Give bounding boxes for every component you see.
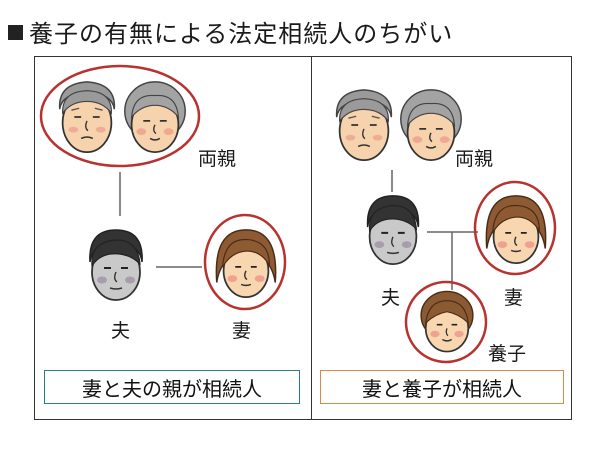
right-grandmother-icon [399,89,463,161]
square-bullet-icon [8,25,23,40]
diagram-frame [34,56,572,420]
panel-divider [311,56,312,420]
right-husband-icon [366,194,420,266]
left-caption: 妻と夫の親が相続人 [44,370,300,404]
right-child-heir-circle [404,280,488,364]
right-parents-label: 両親 [455,148,494,170]
left-wife-heir-circle [203,213,287,311]
left-grandmother-icon [123,81,187,153]
left-grandfather-icon [58,81,116,153]
right-wife-heir-circle [473,180,557,276]
left-wife-label: 妻 [232,320,252,342]
right-husband-label: 夫 [381,287,401,309]
left-parents-label: 両親 [198,148,237,170]
right-wife-label: 妻 [504,287,524,309]
right-adopted-child-icon [420,290,474,353]
left-husband-label: 夫 [111,320,131,342]
right-caption: 妻と養子が相続人 [320,370,564,404]
title-text: 養子の有無による法定相続人のちがい [29,20,454,48]
left-parents-heir-circle [39,64,201,168]
right-adopted-child-label: 養子 [488,343,527,365]
page-title: 養子の有無による法定相続人のちがい [8,14,453,49]
right-wife-icon [485,194,547,265]
left-wife-icon [215,228,277,299]
left-husband-icon [88,229,144,301]
right-grandfather-icon [335,89,393,161]
